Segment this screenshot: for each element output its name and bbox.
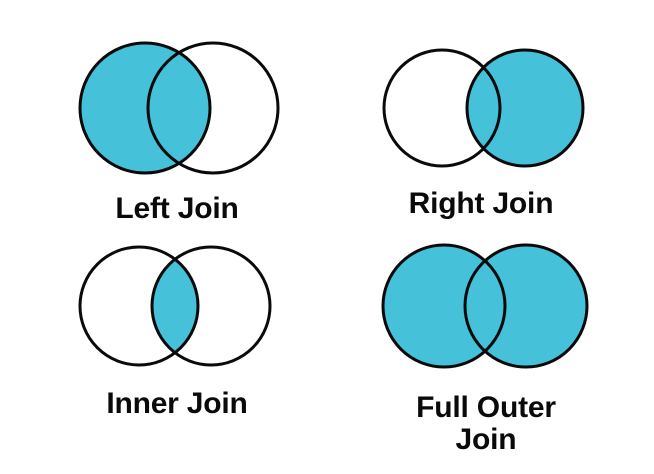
right-join-caption: Right Join xyxy=(408,187,554,220)
diagram-inner-join: Inner Join xyxy=(62,240,292,420)
diagram-right-join: Right Join xyxy=(366,42,596,220)
left-join-left-circle-outline xyxy=(78,41,212,175)
full-outer-join-caption: Full Outer Join xyxy=(416,391,556,456)
inner-join-left-circle-outline xyxy=(78,245,200,367)
inner-join-venn-figure xyxy=(78,245,272,367)
full-outer-join-left-circle-outline xyxy=(381,243,507,369)
left-join-right-circle-outline xyxy=(146,41,280,175)
left-join-venn-figure xyxy=(78,41,280,175)
full-outer-join-right-circle-outline xyxy=(463,243,589,369)
full-outer-join-venn-figure xyxy=(381,243,589,369)
inner-join-intersection-fill xyxy=(152,247,198,365)
right-join-left-circle-outline xyxy=(382,48,502,168)
left-join-left-circle-fill xyxy=(80,43,210,173)
diagram-full-outer-join: Full Outer Join xyxy=(366,240,606,456)
right-join-venn-figure xyxy=(382,48,585,168)
right-join-right-circle-fill xyxy=(467,50,583,166)
right-join-right-circle-outline xyxy=(465,48,585,168)
left-join-caption: Left Join xyxy=(115,192,239,225)
diagram-left-join: Left Join xyxy=(62,34,292,225)
inner-join-right-circle-outline xyxy=(150,245,272,367)
inner-join-caption: Inner Join xyxy=(106,387,248,420)
